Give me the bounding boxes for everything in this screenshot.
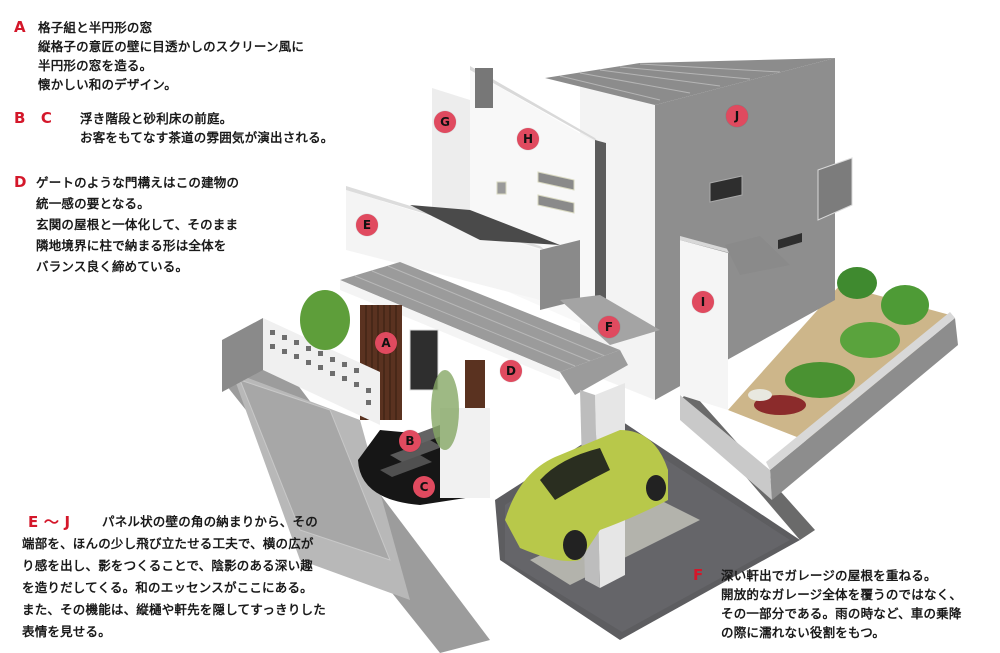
paving-grid (239, 379, 391, 561)
parapet-left (222, 318, 263, 392)
fin-j (817, 157, 853, 221)
small-window-j (778, 233, 802, 249)
block-wall (263, 318, 380, 425)
fin-h (595, 140, 606, 330)
note-bc-line: お客をもてなす茶道の雰囲気が演出される。 (80, 130, 334, 145)
note-f-line: 深い軒出でガレージの屋根を重ねる。 (721, 568, 937, 583)
balcony-roof (410, 205, 560, 245)
wall-e-end (540, 240, 580, 310)
note-ej-line: パネル状の壁の角の納まりから、その (102, 514, 318, 529)
marker-d: D (500, 360, 522, 382)
note-ej-line: また、その機能は、縦樋や軒先を隠してすっきりした (22, 602, 326, 617)
flowers (748, 389, 772, 401)
marker-b: B (399, 430, 421, 452)
note-a-line: 懐かしい和のデザイン。 (38, 77, 177, 92)
note-a: A 格子組と半円形の窓 縦格子の意匠の壁に目透かしのスクリーン風に 半円形の窓を… (14, 18, 304, 94)
note-bc-key: B C (14, 109, 53, 127)
shrub (840, 322, 900, 358)
note-d-line: ゲートのような門構えはこの建物の (36, 175, 240, 190)
note-d: D ゲートのような門構えはこの建物の 統一感の要となる。 玄関の屋根と一体化して… (14, 172, 239, 277)
note-bc: B C 浮き階段と砂利床の前庭。 お客をもてなす茶道の雰囲気が演出される。 (14, 109, 334, 147)
shrub (837, 267, 877, 299)
marker-h: H (517, 128, 539, 150)
car-wheel (646, 475, 666, 501)
marker-a: A (375, 332, 397, 354)
car-wheel (563, 530, 587, 560)
note-d-line: 統一感の要となる。 (36, 196, 150, 211)
garden-wall-front (770, 318, 958, 500)
wall-i (680, 240, 728, 410)
note-f-key: F (693, 566, 704, 584)
note-d-key: D (14, 173, 27, 191)
tree-left (300, 290, 350, 350)
car-windshield (540, 448, 610, 500)
step2 (390, 440, 442, 462)
garage-roof (560, 350, 628, 395)
car (505, 430, 668, 562)
note-ej: E ～ J パネル状の壁の角の納まりから、その 端部を、ほんの少し飛び立たせる工… (22, 511, 326, 643)
wall-i-top (680, 236, 730, 253)
shrub (785, 362, 855, 398)
note-f-line: の際に濡れない役割をもつ。 (721, 625, 886, 640)
window-h1 (537, 171, 575, 191)
note-a-key: A (14, 18, 26, 36)
marker-j: J (726, 105, 748, 127)
note-f-line: 開放的なガレージ全体を覆うのではなく、 (721, 587, 963, 602)
marker-g: G (434, 111, 456, 133)
note-a-line: 半円形の窓を造る。 (38, 58, 153, 73)
note-bc-line: 浮き階段と砂利床の前庭。 (80, 111, 233, 126)
note-f-line: その一部分である。雨の時など、車の乗降 (721, 606, 962, 621)
window-j (709, 175, 743, 203)
note-ej-line: を造りだしてくる。和のエッセンスがここにある。 (22, 580, 313, 595)
note-ej-key: E ～ J (28, 513, 71, 531)
marker-f: F (598, 316, 620, 338)
note-d-line: 隣地境界に柱で納まる形は全体を (36, 238, 227, 253)
garden-wall-top2 (766, 312, 955, 470)
shrub (881, 285, 929, 325)
slit-h (475, 68, 493, 108)
note-d-line: 玄関の屋根と一体化して、そのまま (36, 217, 239, 232)
wall-e (346, 190, 540, 300)
note-a-line: 格子組と半円形の窓 (38, 20, 153, 35)
garden-wall-top (680, 395, 772, 500)
marker-c: C (413, 476, 435, 498)
flowers (754, 395, 806, 415)
step1 (380, 455, 432, 477)
note-f: F 深い軒出でガレージの屋根を重ねる。 開放的なガレージ全体を覆うのではなく、 … (693, 566, 962, 642)
marker-i: I (692, 291, 714, 313)
wall-h-top (470, 66, 598, 142)
note-ej-line: り感を出し、影をつくることで、陰影のある深い趣 (22, 558, 313, 573)
note-ej-line: 端部を、ほんの少し飛び立たせる工夫で、横の広が (22, 536, 314, 551)
entrance-door (409, 329, 439, 391)
note-ej-line: 表情を見せる。 (22, 624, 111, 639)
tree-front (431, 370, 459, 450)
note-d-line: バランス良く締めている。 (36, 259, 189, 274)
window-h3 (496, 181, 507, 195)
window-h2 (537, 194, 575, 214)
marker-e: E (356, 214, 378, 236)
note-a-line: 縦格子の意匠の壁に目透かしのスクリーン風に (38, 39, 305, 54)
i-canopy (725, 236, 790, 275)
